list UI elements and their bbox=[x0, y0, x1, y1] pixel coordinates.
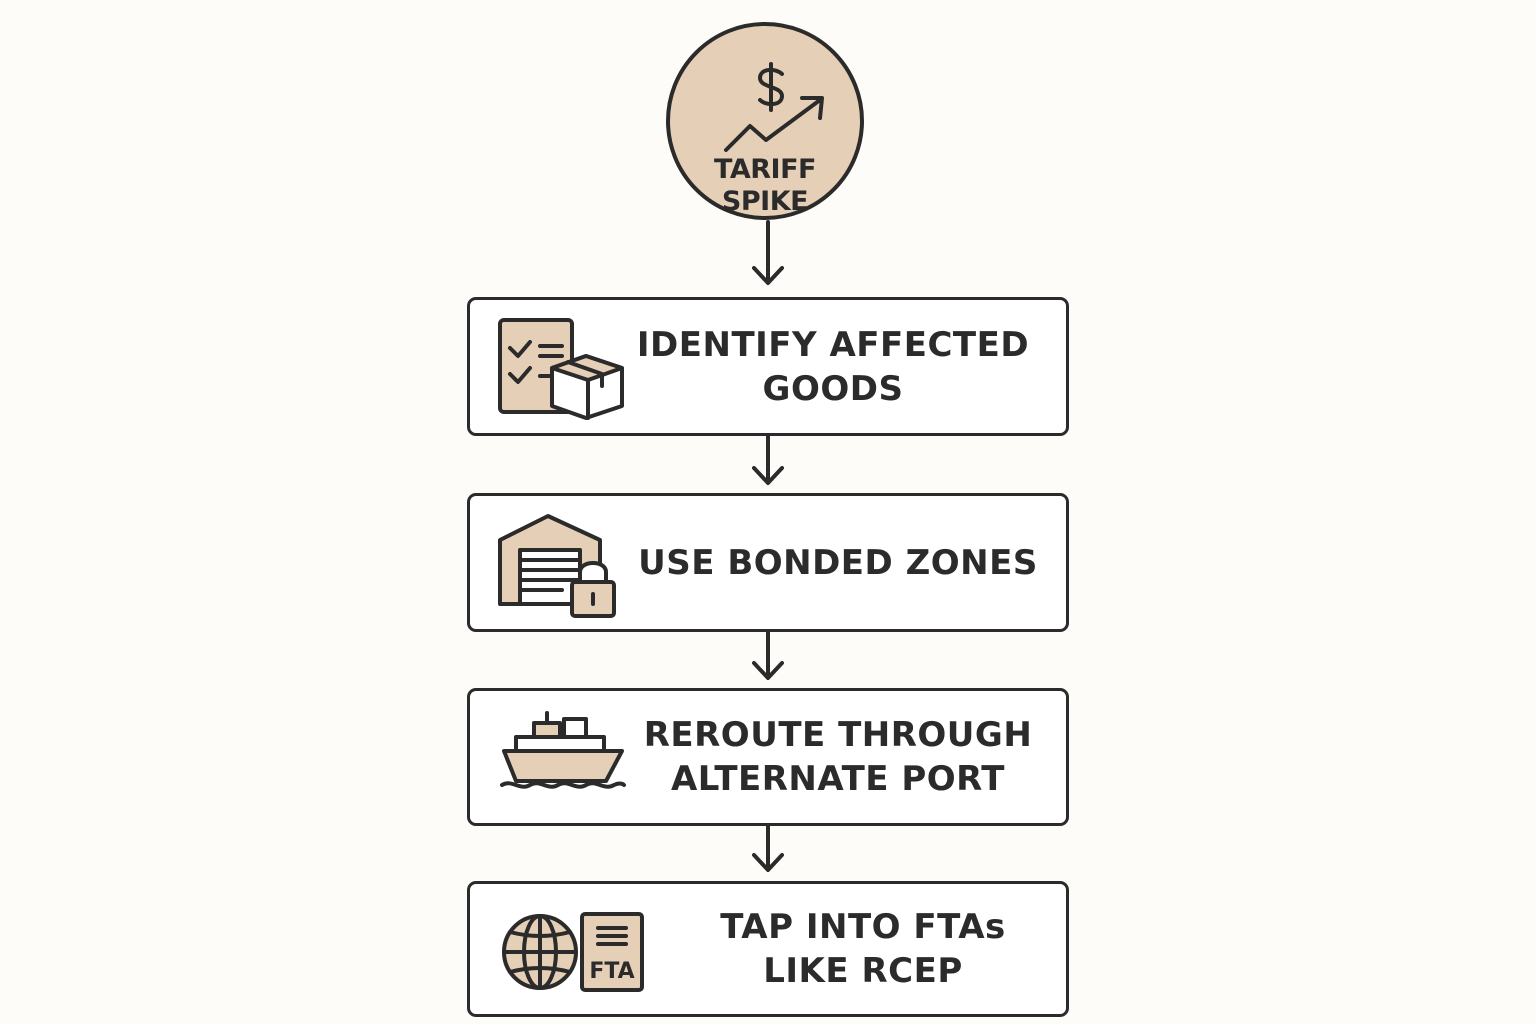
start-label-line1: TARIFF bbox=[714, 154, 816, 185]
step1-line1: IDENTIFY AFFECTED bbox=[636, 324, 1030, 365]
fta-badge-text: FTA bbox=[589, 959, 634, 984]
step4-line2: LIKE RCEP bbox=[763, 951, 963, 991]
arrow-3 bbox=[752, 630, 784, 680]
step-tap-into-ftas: FTA TAP INTO FTAs LIKE RCEP bbox=[467, 881, 1069, 1017]
warehouse-lock-icon bbox=[498, 514, 616, 618]
arrow-2 bbox=[752, 434, 784, 485]
step2-line1: USE BONDED ZONES bbox=[638, 542, 1038, 583]
step3-line2: ALTERNATE PORT bbox=[670, 759, 1005, 799]
checklist-box-icon bbox=[498, 318, 624, 420]
arrow-1 bbox=[752, 220, 784, 285]
tariff-spike-node: TARIFF SPIKE bbox=[666, 22, 864, 220]
step-identify-affected-goods: IDENTIFY AFFECTED GOODS bbox=[467, 297, 1069, 436]
step-use-bonded-zones: USE BONDED ZONES bbox=[467, 493, 1069, 632]
cargo-ship-icon bbox=[500, 711, 626, 789]
dollar-trend-up-icon bbox=[724, 62, 824, 152]
step4-line1: TAP INTO FTAs bbox=[720, 907, 1006, 947]
step1-line2: GOODS bbox=[762, 368, 904, 409]
step-reroute-alternate-port: REROUTE THROUGH ALTERNATE PORT bbox=[467, 688, 1069, 826]
step3-line1: REROUTE THROUGH bbox=[643, 715, 1033, 755]
start-label-line2: SPIKE bbox=[721, 186, 809, 217]
globe-document-icon: FTA bbox=[502, 912, 644, 992]
arrow-4 bbox=[752, 824, 784, 872]
